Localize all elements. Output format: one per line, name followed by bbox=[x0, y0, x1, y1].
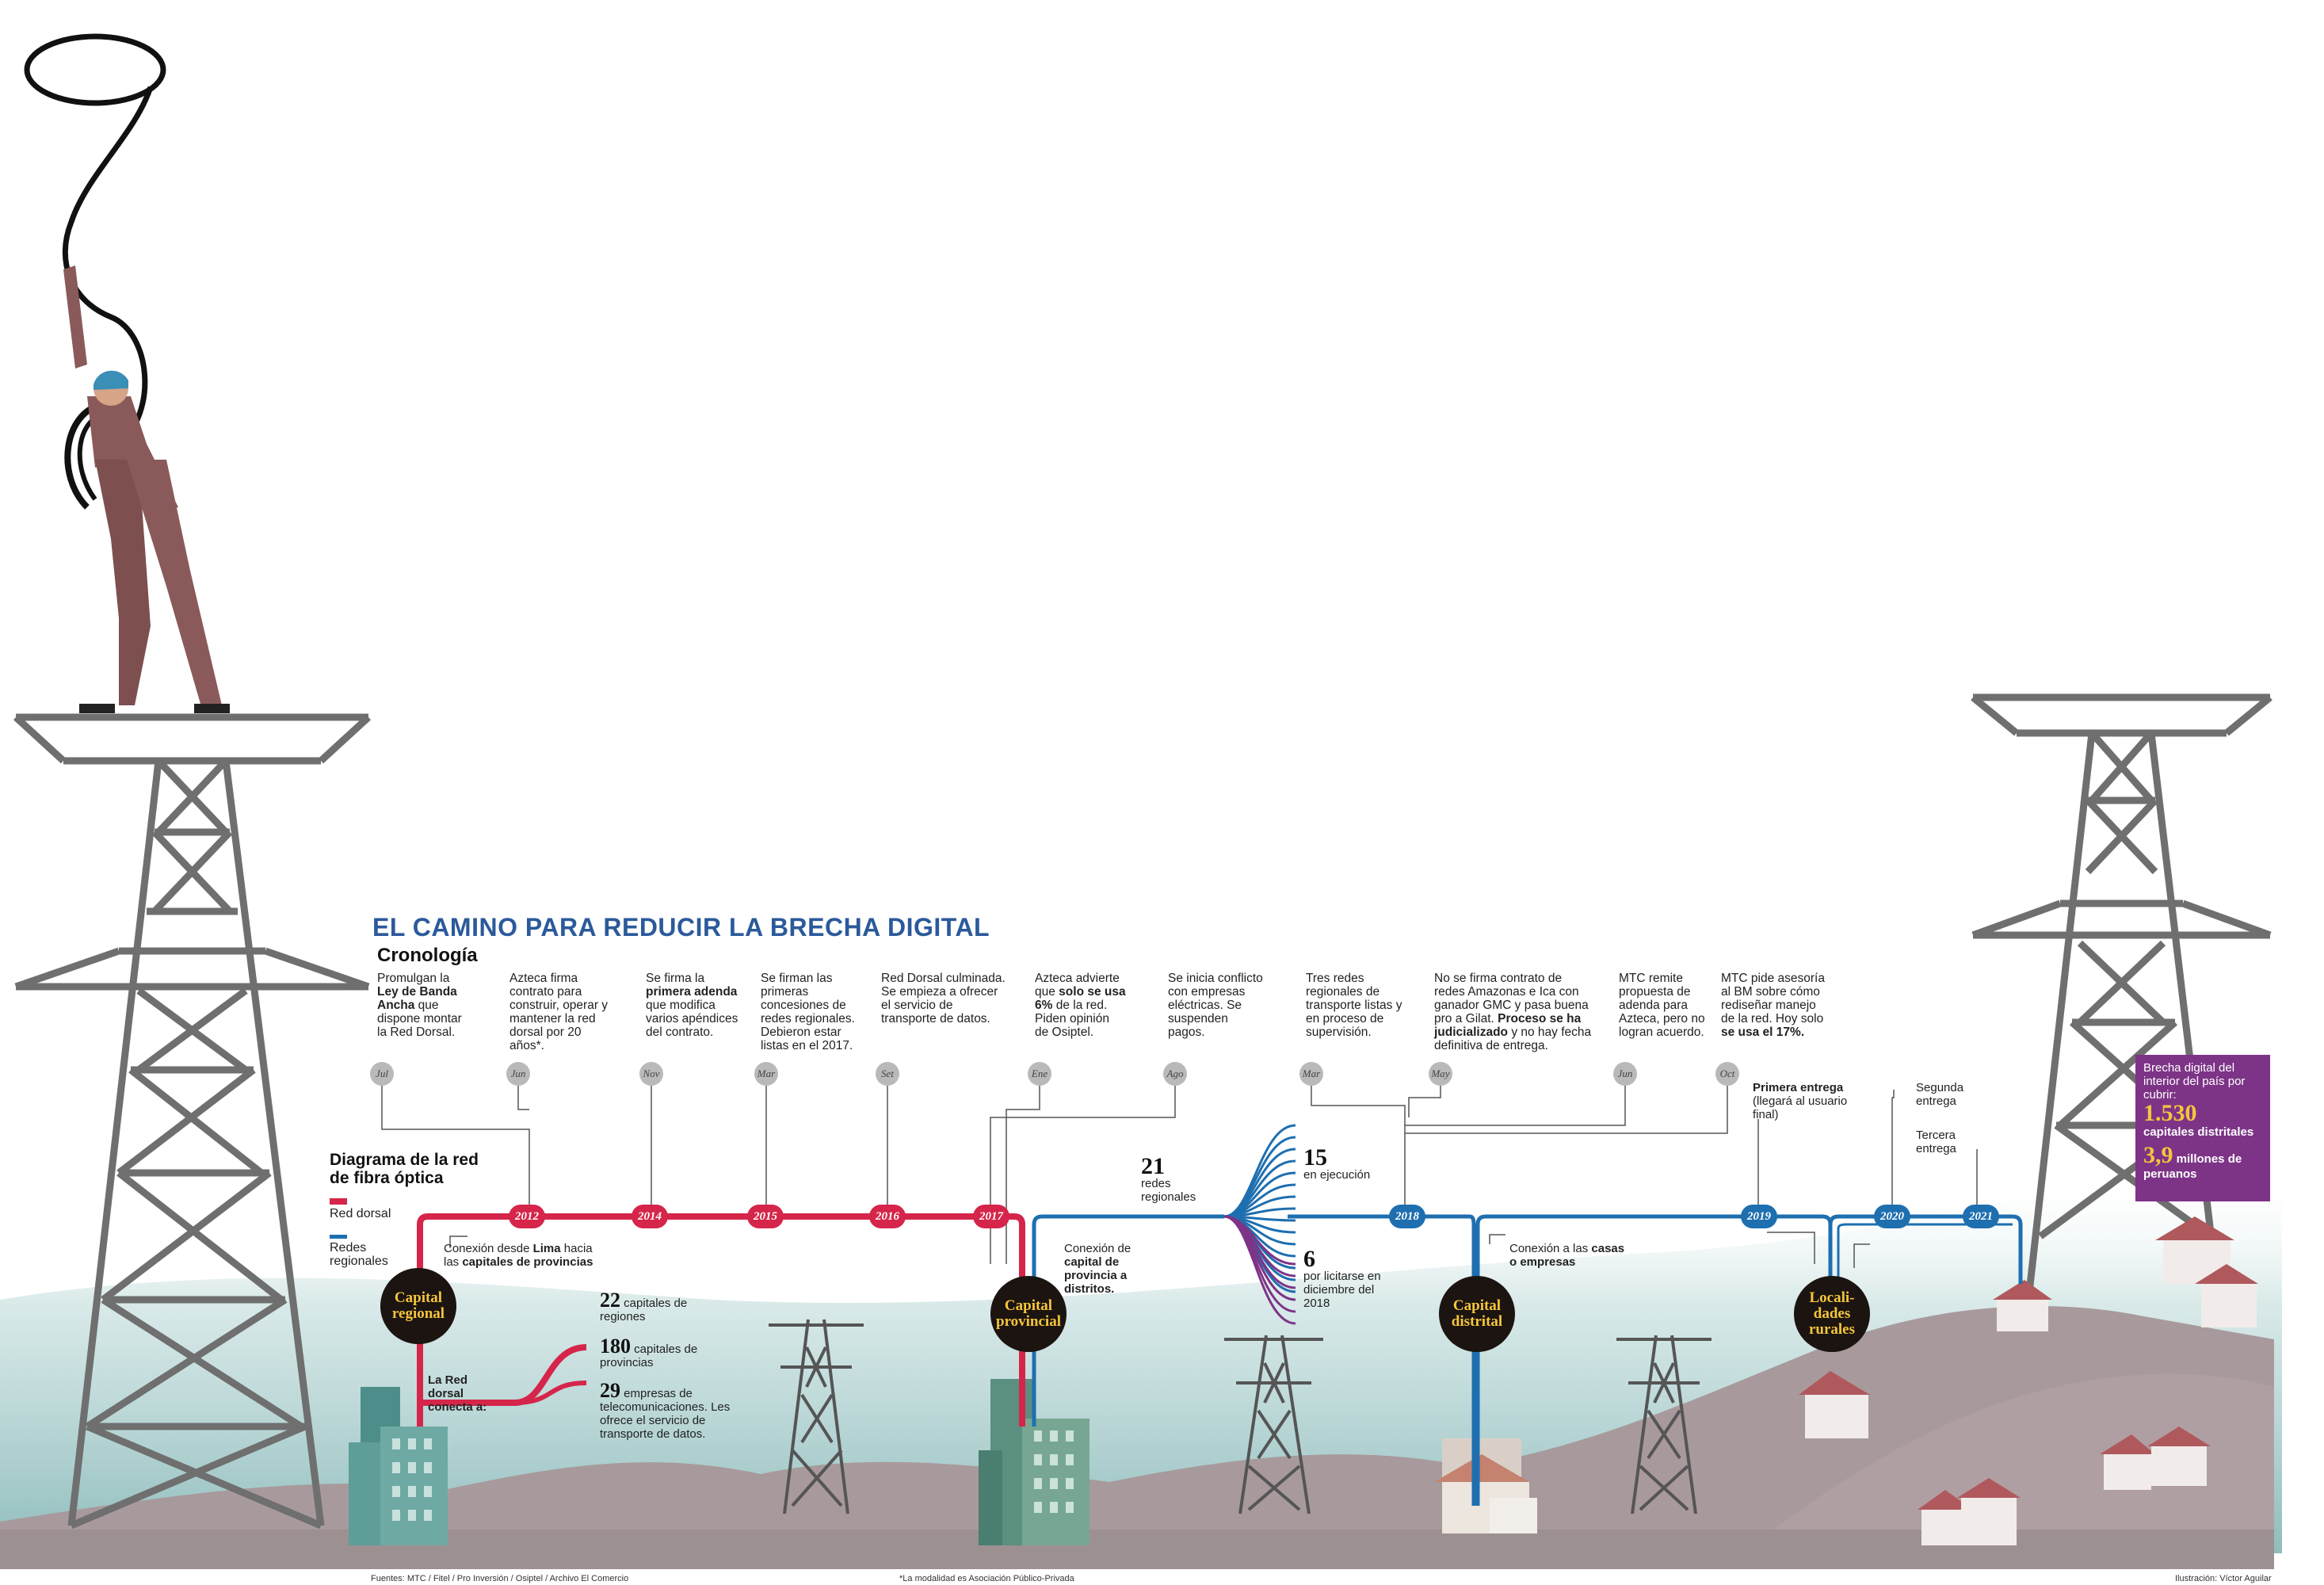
year-marker-2017: 2017 bbox=[973, 1205, 1009, 1228]
tower-right-large bbox=[1971, 693, 2272, 1300]
legend-red-swatch bbox=[330, 1198, 347, 1205]
year-marker-2021: 2021 bbox=[1963, 1205, 1999, 1228]
blue-end-line bbox=[1828, 1214, 2023, 1347]
node-localidades-rurales: Locali-dades rurales bbox=[1794, 1276, 1870, 1352]
buildings-regional bbox=[349, 1387, 448, 1545]
footer-credit: Ilustración: Víctor Aguilar bbox=[2175, 1574, 2272, 1583]
regional-fan bbox=[1223, 1124, 1296, 1325]
label-lima: Conexión desde Lima hacia las capitales … bbox=[444, 1242, 593, 1269]
legend-blue-swatch bbox=[330, 1235, 347, 1239]
node-capital-regional: Capital regional bbox=[380, 1268, 456, 1344]
month-marker: Jul bbox=[370, 1062, 394, 1086]
gap-number-1: 1.530 bbox=[2143, 1100, 2197, 1126]
gap-heading: Brecha digital del interior del país por… bbox=[2143, 1061, 2246, 1102]
dorsal-stat: 22 capitales de regiones bbox=[600, 1289, 688, 1324]
month-marker: Nov bbox=[639, 1062, 663, 1086]
label-casas: Conexión a las casas o empresas bbox=[1509, 1242, 1625, 1269]
buildings-provincial bbox=[979, 1379, 1089, 1545]
event-text: MTC pide asesoría al BM sobre cómo redis… bbox=[1721, 972, 1825, 1039]
digital-gap-box: Brecha digital del interior del país por… bbox=[2135, 1055, 2270, 1201]
year-marker-2012: 2012 bbox=[509, 1205, 545, 1228]
node-capital-distrital: Capital distrital bbox=[1439, 1276, 1515, 1352]
event-text: Se firman las primeras concesiones de re… bbox=[761, 972, 855, 1052]
year-marker-2020: 2020 bbox=[1874, 1205, 1910, 1228]
event-text: Tres redes regionales de transporte list… bbox=[1306, 972, 1402, 1039]
month-marker: Set bbox=[876, 1062, 899, 1086]
event-text: Azteca advierte que solo se usa 6% de la… bbox=[1035, 972, 1126, 1039]
dorsal-stat: 180 capitales de provincias bbox=[600, 1335, 698, 1370]
event-text: Promulgan la Ley de Banda Ancha que disp… bbox=[377, 972, 462, 1039]
dorsal-stat: 29 empresas de telecomunicaciones. Les o… bbox=[600, 1379, 731, 1442]
year-marker-2014: 2014 bbox=[632, 1205, 668, 1228]
gap-number-2: 3,9 bbox=[2143, 1142, 2173, 1168]
event-text: Se firma la primera adenda que modifica … bbox=[646, 972, 738, 1039]
year-marker-2016: 2016 bbox=[869, 1205, 906, 1228]
blue-main-line bbox=[1288, 1214, 1476, 1506]
houses-rural bbox=[1799, 1216, 2258, 1545]
tower-small-2 bbox=[1224, 1335, 1323, 1514]
red-dorsal-line bbox=[417, 1213, 1025, 1426]
worker-figure bbox=[24, 33, 230, 713]
year-marker-2018: 2018 bbox=[1389, 1205, 1425, 1228]
tower-small-1 bbox=[769, 1319, 864, 1514]
month-marker: Jun bbox=[506, 1062, 530, 1086]
event-text: MTC remite propuesta de adenda para Azte… bbox=[1619, 972, 1705, 1039]
red-branch-line-2 bbox=[420, 1381, 587, 1405]
gap-text-1: capitales distritales bbox=[2143, 1125, 2254, 1139]
gap-text-2: millones de peruanos bbox=[2143, 1152, 2242, 1181]
legend-heading: Diagrama de la red de fibra óptica bbox=[330, 1151, 479, 1187]
footer-note: *La modalidad es Asociación Público-Priv… bbox=[899, 1574, 1074, 1583]
event-text: Azteca firma contrato para construir, op… bbox=[509, 972, 609, 1052]
ground-hills bbox=[0, 1306, 2274, 1553]
event-text: Se inicia conflicto con empresas eléctri… bbox=[1168, 972, 1263, 1039]
blue-end-line-2 bbox=[1837, 1223, 2013, 1347]
event-text: No se firma contrato de redes Amazonas e… bbox=[1434, 972, 1592, 1052]
label-primera-entrega: Primera entrega(llegará al usuario final… bbox=[1753, 1081, 1848, 1121]
month-marker: Mar bbox=[1299, 1062, 1323, 1086]
month-marker: Ene bbox=[1028, 1062, 1051, 1086]
houses-distrital bbox=[1434, 1438, 1537, 1533]
page-title: EL CAMINO PARA REDUCIR LA BRECHA DIGITAL bbox=[372, 913, 990, 941]
blue-regional-line bbox=[1032, 1214, 1224, 1426]
page-subtitle: Cronología bbox=[377, 945, 478, 966]
month-marker: Ago bbox=[1163, 1062, 1187, 1086]
tower-small-3 bbox=[1616, 1335, 1712, 1514]
node-capital-provincial: Capital provincial bbox=[990, 1276, 1067, 1352]
legend-red-label: Red dorsal bbox=[330, 1207, 391, 1220]
label-provincial: Conexión de capital de provincia a distr… bbox=[1064, 1242, 1131, 1296]
ground-hill-right bbox=[1743, 1373, 2274, 1553]
event-text: Red Dorsal culminada. Se empieza a ofrec… bbox=[881, 972, 1006, 1025]
month-marker: Oct bbox=[1715, 1062, 1739, 1086]
month-marker: Mar bbox=[754, 1062, 778, 1086]
tower-left-large bbox=[13, 713, 372, 1530]
label-dorsal-connect: La Red dorsal conecta a: bbox=[428, 1373, 487, 1414]
month-marker: Jun bbox=[1613, 1062, 1637, 1086]
label-tercera-entrega: Tercera entrega bbox=[1916, 1129, 1956, 1155]
label-segunda-entrega: Segunda entrega bbox=[1916, 1081, 1964, 1108]
footer-sources: Fuentes: MTC / Fitel / Pro Inversión / O… bbox=[371, 1574, 629, 1583]
month-marker: May bbox=[1429, 1062, 1452, 1086]
year-marker-2019: 2019 bbox=[1741, 1205, 1777, 1228]
month-connectors bbox=[381, 1086, 1978, 1268]
year-marker-2015: 2015 bbox=[747, 1205, 784, 1228]
legend-blue-label: Redes regionales bbox=[330, 1241, 388, 1268]
